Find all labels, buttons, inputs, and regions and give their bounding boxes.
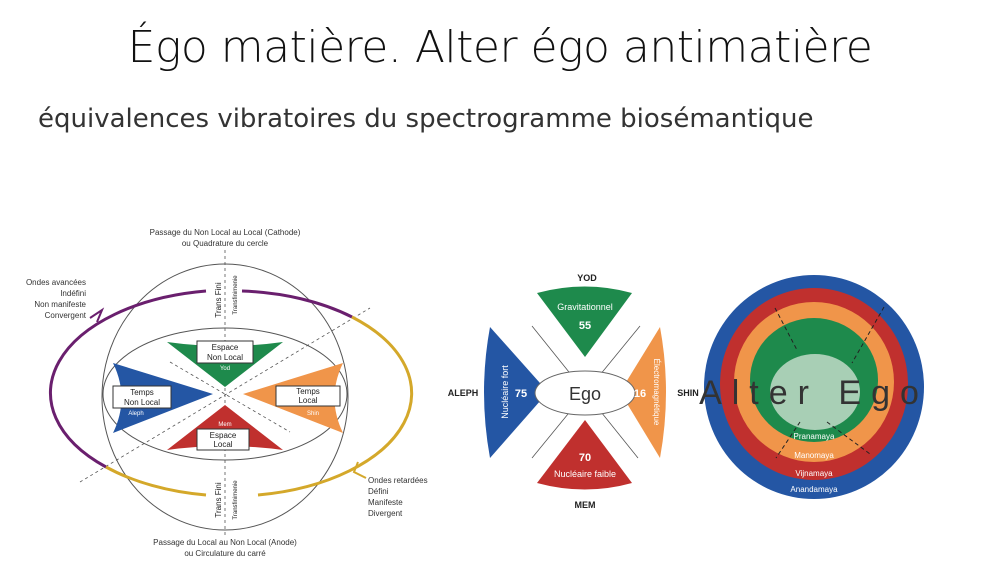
top-label-line1: Passage du Non Local au Local (Cathode) — [150, 228, 301, 237]
nucleaire-faible-label: Nucléaire faible — [554, 469, 616, 479]
box-text: Local — [298, 396, 317, 405]
right-label-line4: Divergent — [368, 509, 403, 518]
box-espace-local — [196, 428, 250, 451]
right-diagram: Alter Ego Pranamaya Manomaya Vijnamaya A… — [699, 275, 929, 499]
gravitationnel-label: Gravitationnel — [557, 302, 613, 312]
box-text: Espace — [212, 343, 239, 352]
trans-fini-bottom: Trans Fini — [214, 482, 223, 517]
left-label-line2: Indéfini — [60, 289, 86, 298]
box-temps-local — [275, 385, 341, 407]
left-diagram: Passage du Non Local au Local (Cathode) … — [26, 228, 428, 558]
right-label-line3: Manifeste — [368, 498, 403, 507]
letter-shin: Shin — [307, 411, 319, 417]
electromagnetique-label: Électromagnétique — [652, 359, 661, 426]
dashed-lines — [774, 306, 885, 459]
box-text: Non Local — [207, 353, 243, 362]
box-text: Espace — [210, 431, 237, 440]
slide-title: Égo matière. Alter égo antimatière — [127, 22, 873, 73]
wedge-electromagnetique — [620, 327, 666, 458]
pranamaya-label: Pranamaya — [794, 432, 835, 441]
box-text: Local — [213, 440, 232, 449]
bottom-label-line2: ou Circulature du carré — [184, 549, 266, 558]
retarded-wave-left — [105, 465, 207, 497]
vijnamaya-label: Vijnamaya — [795, 469, 833, 478]
manomaya-label: Manomaya — [794, 451, 834, 460]
advanced-wave-right — [241, 289, 353, 319]
trans-fini-top: Trans Fini — [214, 282, 223, 317]
box-text: Non Local — [124, 398, 160, 407]
aleph-label: ALEPH — [448, 388, 479, 398]
box-text: Temps — [130, 388, 154, 397]
alter-ego-label: Alter Ego — [699, 374, 929, 412]
middle-diagram: Ego YOD Gravitationnel 55 ALEPH Nucléair… — [448, 273, 699, 510]
letter-aleph: Aleph — [128, 411, 143, 417]
left-label-line3: Non manifeste — [34, 300, 86, 309]
transfinimenie-top: Transfinimenie — [233, 275, 239, 315]
ego-cloud — [534, 370, 636, 416]
alter-ego-core — [770, 354, 860, 430]
transfinimenie-bottom: Transfinimenie — [233, 480, 239, 520]
left-label-line1: Ondes avancées — [26, 278, 86, 287]
mem-label: MEM — [575, 500, 596, 510]
wedge-nucleaire-faible — [537, 420, 632, 490]
bottom-label-line1: Passage du Local au Non Local (Anode) — [153, 538, 297, 547]
slide-subtitle: équivalences vibratoires du spectrogramm… — [38, 104, 814, 134]
outer-circle — [101, 263, 349, 531]
wedge-nucleaire-fort — [484, 327, 548, 458]
letter-yod: Yod — [220, 366, 230, 372]
wedge-gravitationnel — [537, 286, 632, 357]
gravitationnel-value: 55 — [579, 320, 591, 332]
box-temps-non-local — [112, 385, 172, 409]
inner-ellipse — [102, 327, 348, 461]
top-label-line2: ou Quadrature du cercle — [182, 239, 269, 248]
box-text: Temps — [296, 387, 320, 396]
shin-label: SHIN — [677, 388, 699, 398]
ego-label: Ego — [569, 384, 601, 404]
advanced-wave — [48, 289, 207, 469]
nucleaire-fort-label: Nucléaire fort — [500, 365, 510, 419]
left-label-line4: Convergent — [45, 311, 87, 320]
letter-mem: Mem — [218, 422, 231, 428]
anandamaya-label: Anandamaya — [790, 485, 838, 494]
yod-label: YOD — [577, 273, 597, 283]
wedge-espace-non-local — [167, 342, 283, 387]
retarded-wave — [257, 315, 414, 497]
nucleaire-fort-value: 75 — [515, 388, 527, 400]
wedge-espace-local — [167, 405, 283, 450]
dashed-axes — [79, 250, 371, 536]
electromagnetique-value: 16 — [634, 388, 646, 400]
nucleaire-faible-value: 70 — [579, 452, 591, 464]
right-label-line1: Ondes retardées — [368, 476, 428, 485]
box-espace-non-local — [196, 340, 254, 364]
arrow-advanced-icon — [89, 307, 105, 323]
right-label-line2: Défini — [368, 487, 389, 496]
arrow-retarded-icon — [352, 461, 367, 479]
